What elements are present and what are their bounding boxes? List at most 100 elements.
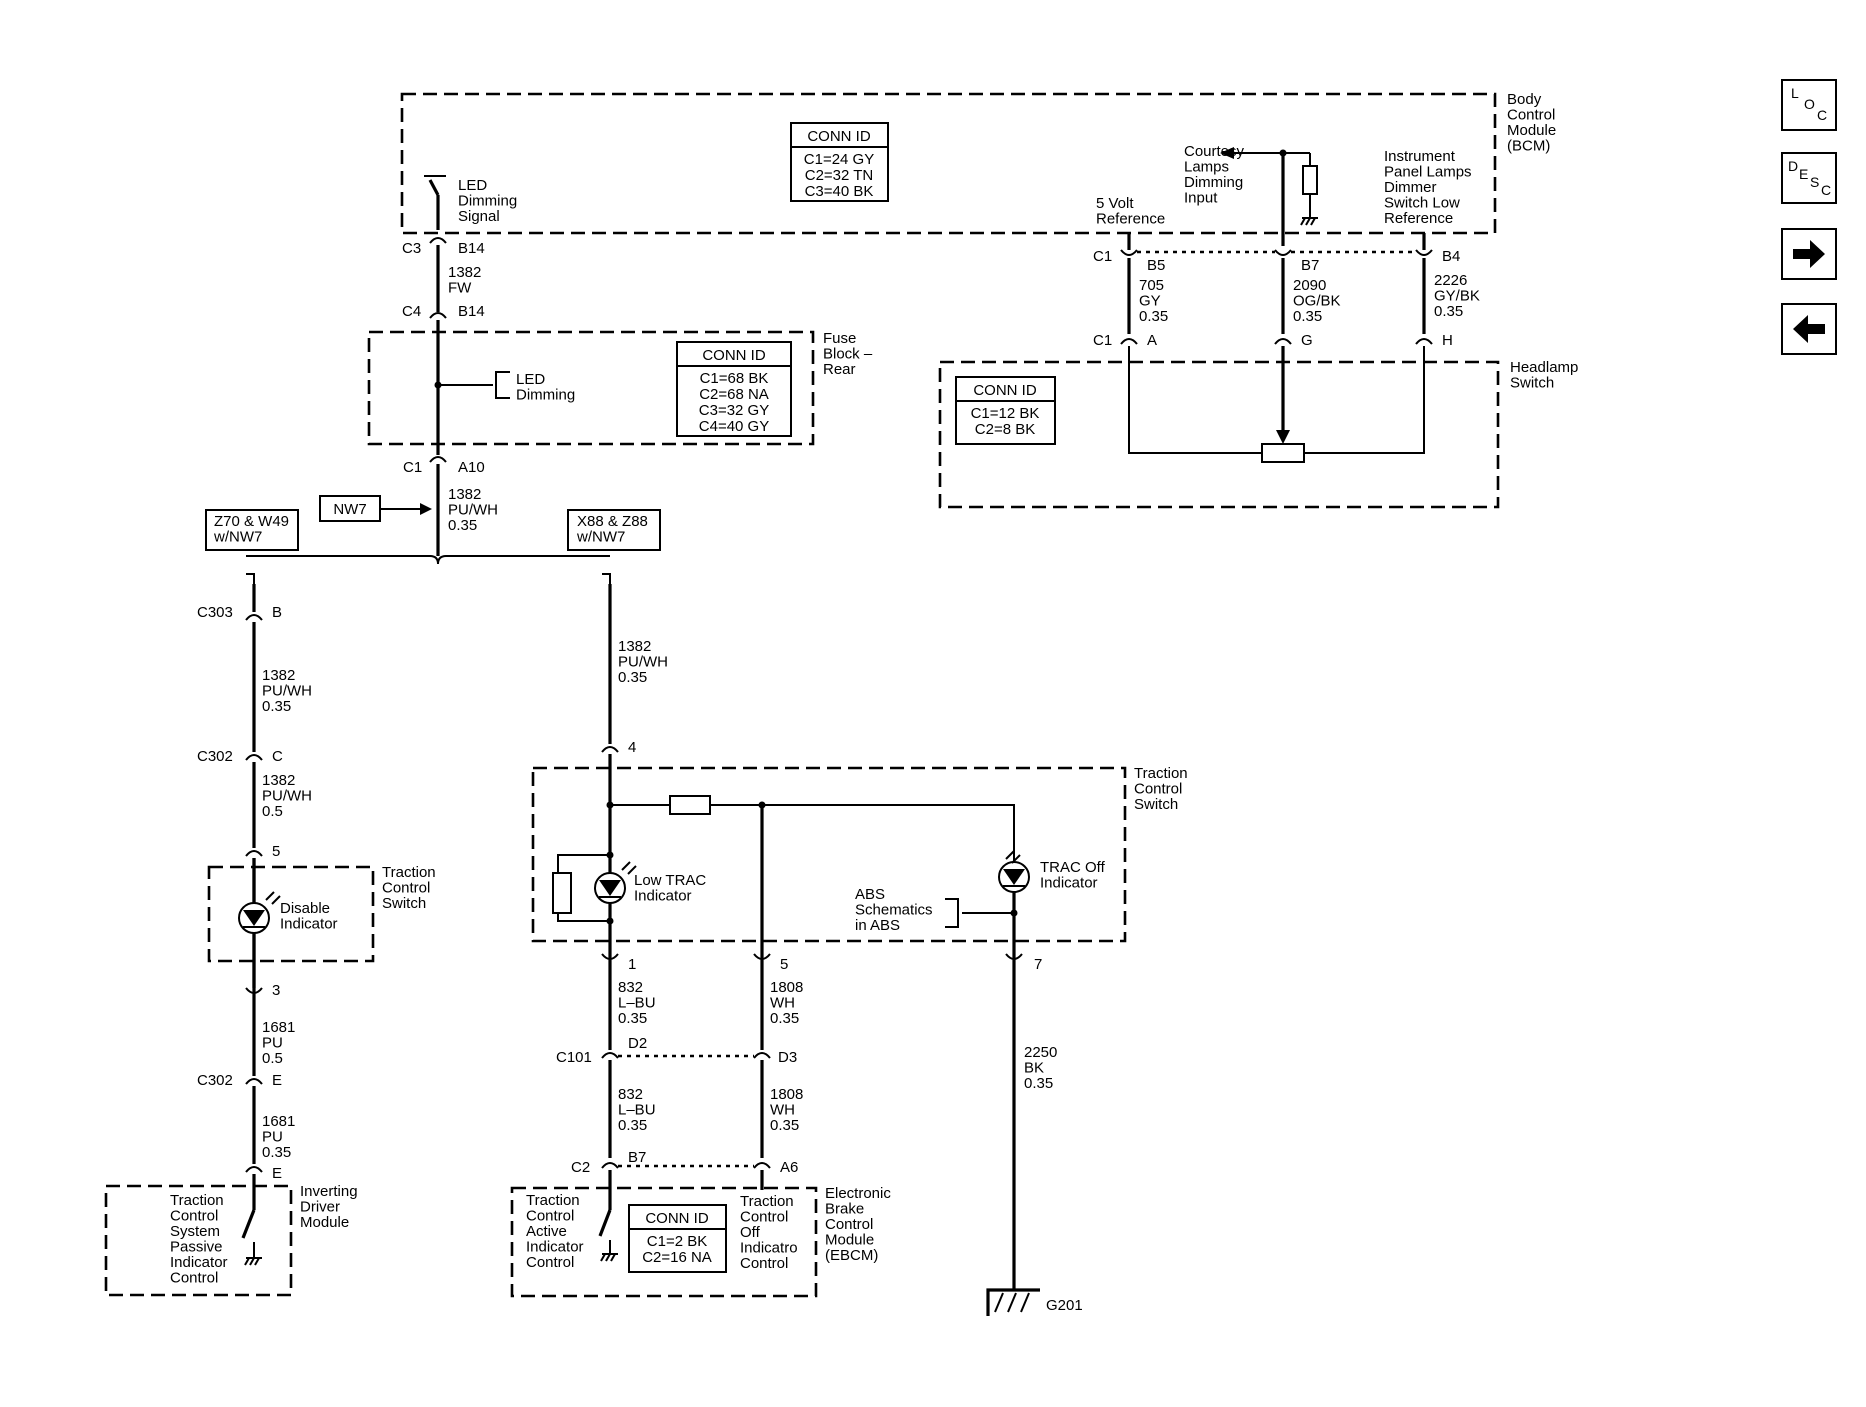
connector-c302-c (245, 754, 263, 761)
pin-label: C (272, 748, 283, 765)
conn-id-title: CONN ID (645, 1210, 709, 1227)
conn-id-table-headlamp: CONN ID C1=12 BK C2=8 BK (955, 376, 1056, 445)
option-box-right (567, 509, 661, 551)
connector-c4 (429, 312, 447, 319)
idm-switch (241, 1209, 262, 1266)
pin-label: B5 (1147, 257, 1165, 274)
conn-id-table-bcm: CONN ID C1=24 GY C2=32 TN C3=40 BK (790, 122, 889, 202)
conn-id-title: CONN ID (973, 382, 1037, 399)
conn-id-row: C3=32 GY (699, 402, 769, 419)
headlamp-switch-outline (938, 360, 1500, 509)
pin-label: C2 (571, 1159, 590, 1176)
connector-pin-3 (245, 987, 263, 994)
option-tick-right (602, 573, 611, 584)
pin-label: C302 (197, 748, 233, 765)
ebcm-switch-active (598, 1170, 618, 1262)
led-dimming-switch-bcm (424, 175, 446, 212)
connector-c1-b7 (1274, 249, 1292, 256)
connector-pin-1 (601, 953, 619, 960)
pin-label: C1 (403, 459, 422, 476)
conn-id-row: C4=40 GY (699, 418, 769, 435)
desc-button[interactable]: D E S C (1781, 152, 1837, 204)
pin-label: C101 (556, 1049, 592, 1066)
pin-label: H (1442, 332, 1453, 349)
courtesy-input-network (1220, 147, 1318, 226)
pin-label: C302 (197, 1072, 233, 1089)
pin-label: B4 (1442, 248, 1460, 265)
connector-pin-5-mid (753, 953, 771, 960)
conn-id-row: C1=2 BK (647, 1233, 707, 1250)
pin-label: D2 (628, 1035, 647, 1052)
connector-e (245, 1166, 263, 1173)
pin-label: E (272, 1072, 282, 1089)
desc-letter: E (1799, 166, 1809, 182)
headlamp-dimmer-rheostat (1128, 346, 1425, 463)
pin-label: D3 (778, 1049, 797, 1066)
conn-id-row: C2=32 TN (805, 167, 874, 184)
pin-label: B14 (458, 303, 485, 320)
conn-id-table-fuse: CONN ID C1=68 BK C2=68 NA C3=32 GY C4=40… (676, 341, 792, 437)
ebcm-outline (510, 1186, 818, 1298)
pin-label: C3 (402, 240, 421, 257)
connector-pin-4 (601, 746, 619, 753)
back-button[interactable] (1781, 303, 1837, 355)
resistor-tcs (669, 795, 711, 815)
connector-c2-a6 (753, 1162, 771, 1169)
disable-indicator-led (238, 858, 281, 988)
pin-label: C4 (402, 303, 421, 320)
pin-label: B7 (1301, 257, 1319, 274)
next-button[interactable] (1781, 228, 1837, 280)
option-splice-brace (246, 555, 610, 565)
desc-letter: S (1810, 174, 1820, 190)
pin-label: 1 (628, 956, 636, 973)
low-trac-indicator-led (552, 851, 637, 925)
pin-label: E (272, 1165, 282, 1182)
pin-label: 5 (780, 956, 788, 973)
connector-c101-d2 (601, 1052, 619, 1059)
pin-label: 5 (272, 843, 280, 860)
arrow-right-icon (1793, 240, 1825, 268)
connector-pin-7 (1005, 953, 1023, 960)
pin-label: A6 (780, 1159, 798, 1176)
connector-hl-a (1120, 338, 1138, 345)
pin-label: G (1301, 332, 1313, 349)
loc-button[interactable]: L O C (1781, 79, 1837, 131)
pin-label: 4 (628, 739, 636, 756)
inverting-driver-module-outline (104, 1184, 293, 1297)
conn-id-title: CONN ID (807, 128, 871, 145)
pin-label: C303 (197, 604, 233, 621)
pin-label: B14 (458, 240, 485, 257)
conn-id-row: C3=40 BK (805, 183, 874, 200)
fuse-block-outline (367, 330, 815, 446)
ground-g201 (986, 1288, 1040, 1316)
nw7-option-label: NW7 (333, 501, 366, 518)
loc-letter: C (1817, 107, 1828, 123)
connector-pin-5 (245, 850, 263, 857)
pin-label: 7 (1034, 956, 1042, 973)
conn-id-table-ebcm: CONN ID C1=2 BK C2=16 NA (628, 1204, 727, 1273)
